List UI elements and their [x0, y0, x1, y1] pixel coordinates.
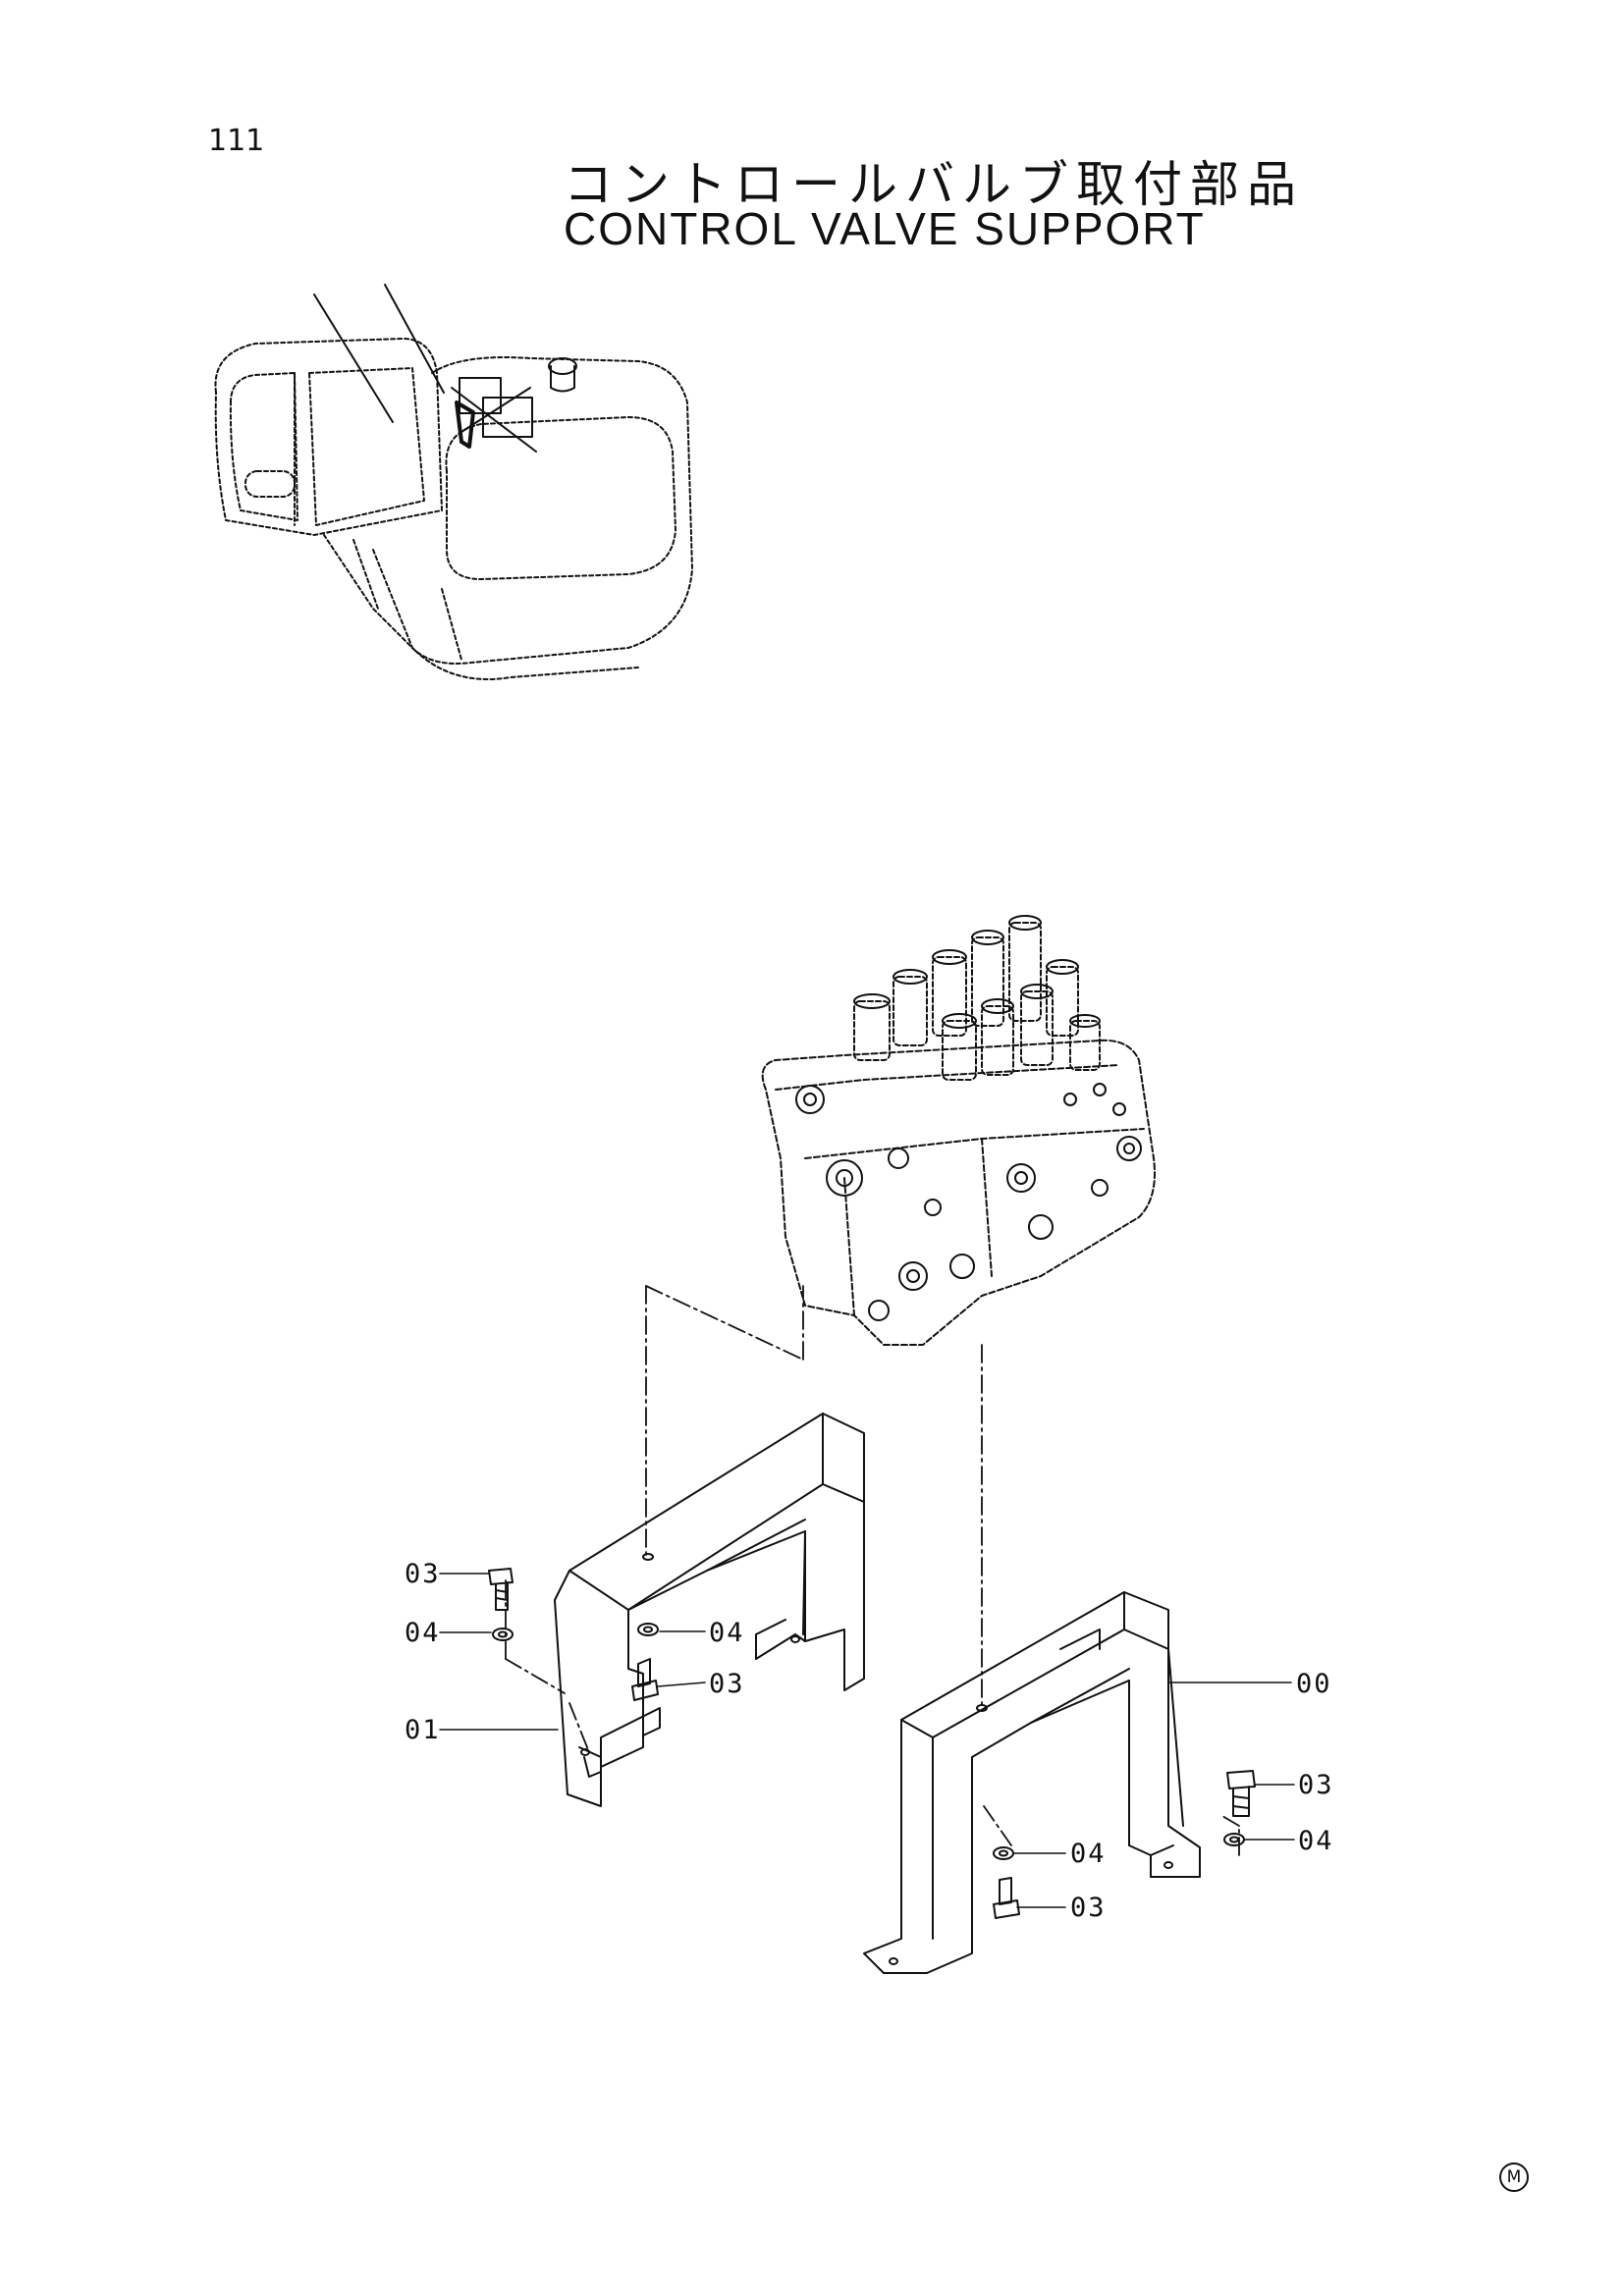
- callout-04-left-washer: 04: [405, 1618, 441, 1648]
- leader-lines: [439, 1573, 1295, 1908]
- bolt-03-b: [631, 1658, 659, 1701]
- machine-overview: [214, 284, 693, 680]
- page-number: 111: [208, 124, 265, 158]
- washer-04-a: [492, 1628, 514, 1641]
- title-japanese: コントロールバルブ取付部品: [564, 156, 1304, 213]
- callout-03-right-bolt: 03: [1298, 1770, 1334, 1800]
- callout-01-left-bracket: 01: [405, 1715, 441, 1745]
- callout-03-left-bolt: 03: [405, 1559, 441, 1589]
- callout-04-right-washer: 04: [1298, 1826, 1334, 1856]
- left-support-bracket: [554, 1413, 865, 1807]
- callout-00-right-bracket: 00: [1296, 1669, 1332, 1699]
- model-mark: M: [1499, 2163, 1529, 2192]
- right-support-bracket: [863, 1591, 1201, 1974]
- washer-04-b: [637, 1623, 659, 1636]
- overview-valve-highlight: [451, 377, 537, 453]
- callout-04-inner-washer: 04: [709, 1618, 745, 1648]
- callout-03-lower-bolt: 03: [1070, 1893, 1107, 1923]
- callout-04-lower-washer: 04: [1070, 1839, 1107, 1869]
- bolt-03-d: [993, 1877, 1020, 1919]
- washer-04-c: [1223, 1833, 1245, 1846]
- control-valve-assembly: [761, 915, 1156, 1346]
- assembly-lines: [505, 1285, 1240, 1856]
- callout-03-inner-bolt: 03: [709, 1669, 745, 1699]
- bolt-03-c: [1226, 1770, 1256, 1817]
- title-english: CONTROL VALVE SUPPORT: [564, 203, 1206, 254]
- washer-04-d: [993, 1846, 1014, 1860]
- bolt-03-a: [488, 1568, 514, 1611]
